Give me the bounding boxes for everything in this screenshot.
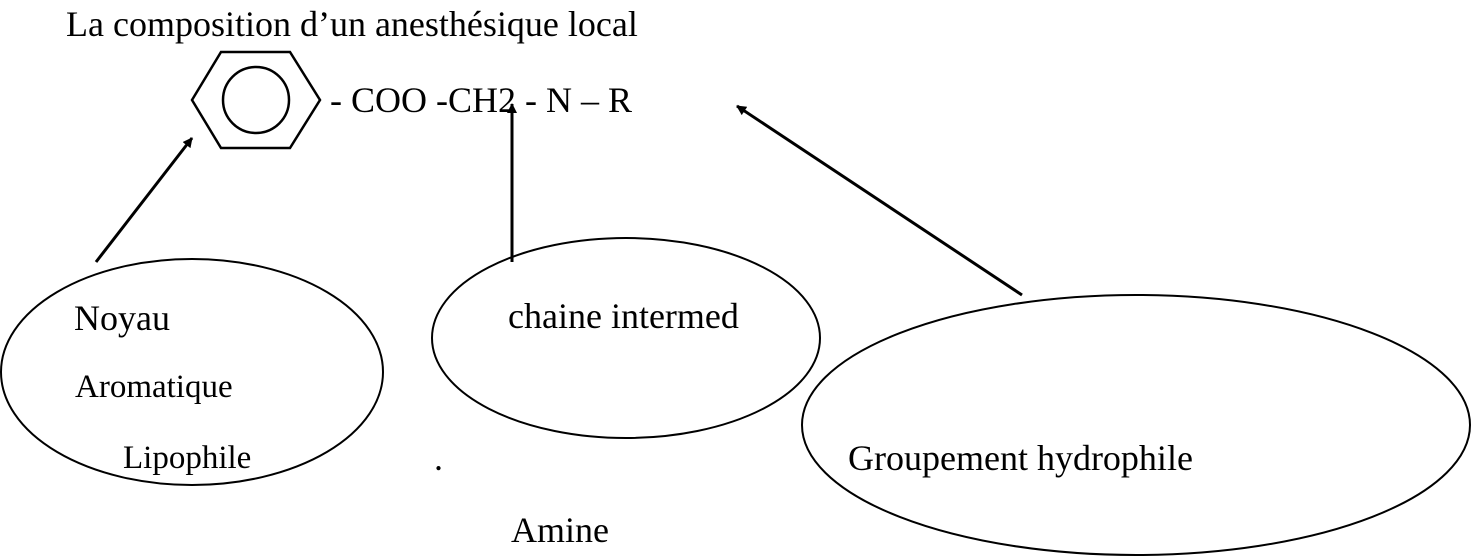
benzene-ring xyxy=(190,50,322,150)
label-groupement-hydrophile: Groupement hydrophile xyxy=(848,438,1193,478)
label-amine: Amine xyxy=(511,510,609,550)
label-noyau: Noyau xyxy=(74,298,170,338)
ellipse-groupe xyxy=(801,294,1471,556)
benzene-inner-circle xyxy=(221,65,291,135)
formula-text: - COO -CH2 - N – R xyxy=(330,80,632,120)
arrow-noyau-to-ring xyxy=(94,137,194,263)
label-chaine-intermed: chaine intermed xyxy=(508,296,739,336)
label-lipophile: Lipophile xyxy=(123,440,252,476)
diagram-title: La composition d’un anesthésique local xyxy=(66,4,638,44)
label-aromatique: Aromatique xyxy=(75,369,233,405)
arrow-groupe-to-nr xyxy=(736,104,1023,297)
ellipse-chaine xyxy=(431,237,821,439)
stray-dot: . xyxy=(434,438,443,478)
benzene-hexagon xyxy=(190,50,322,150)
ellipse-noyau xyxy=(0,258,384,486)
